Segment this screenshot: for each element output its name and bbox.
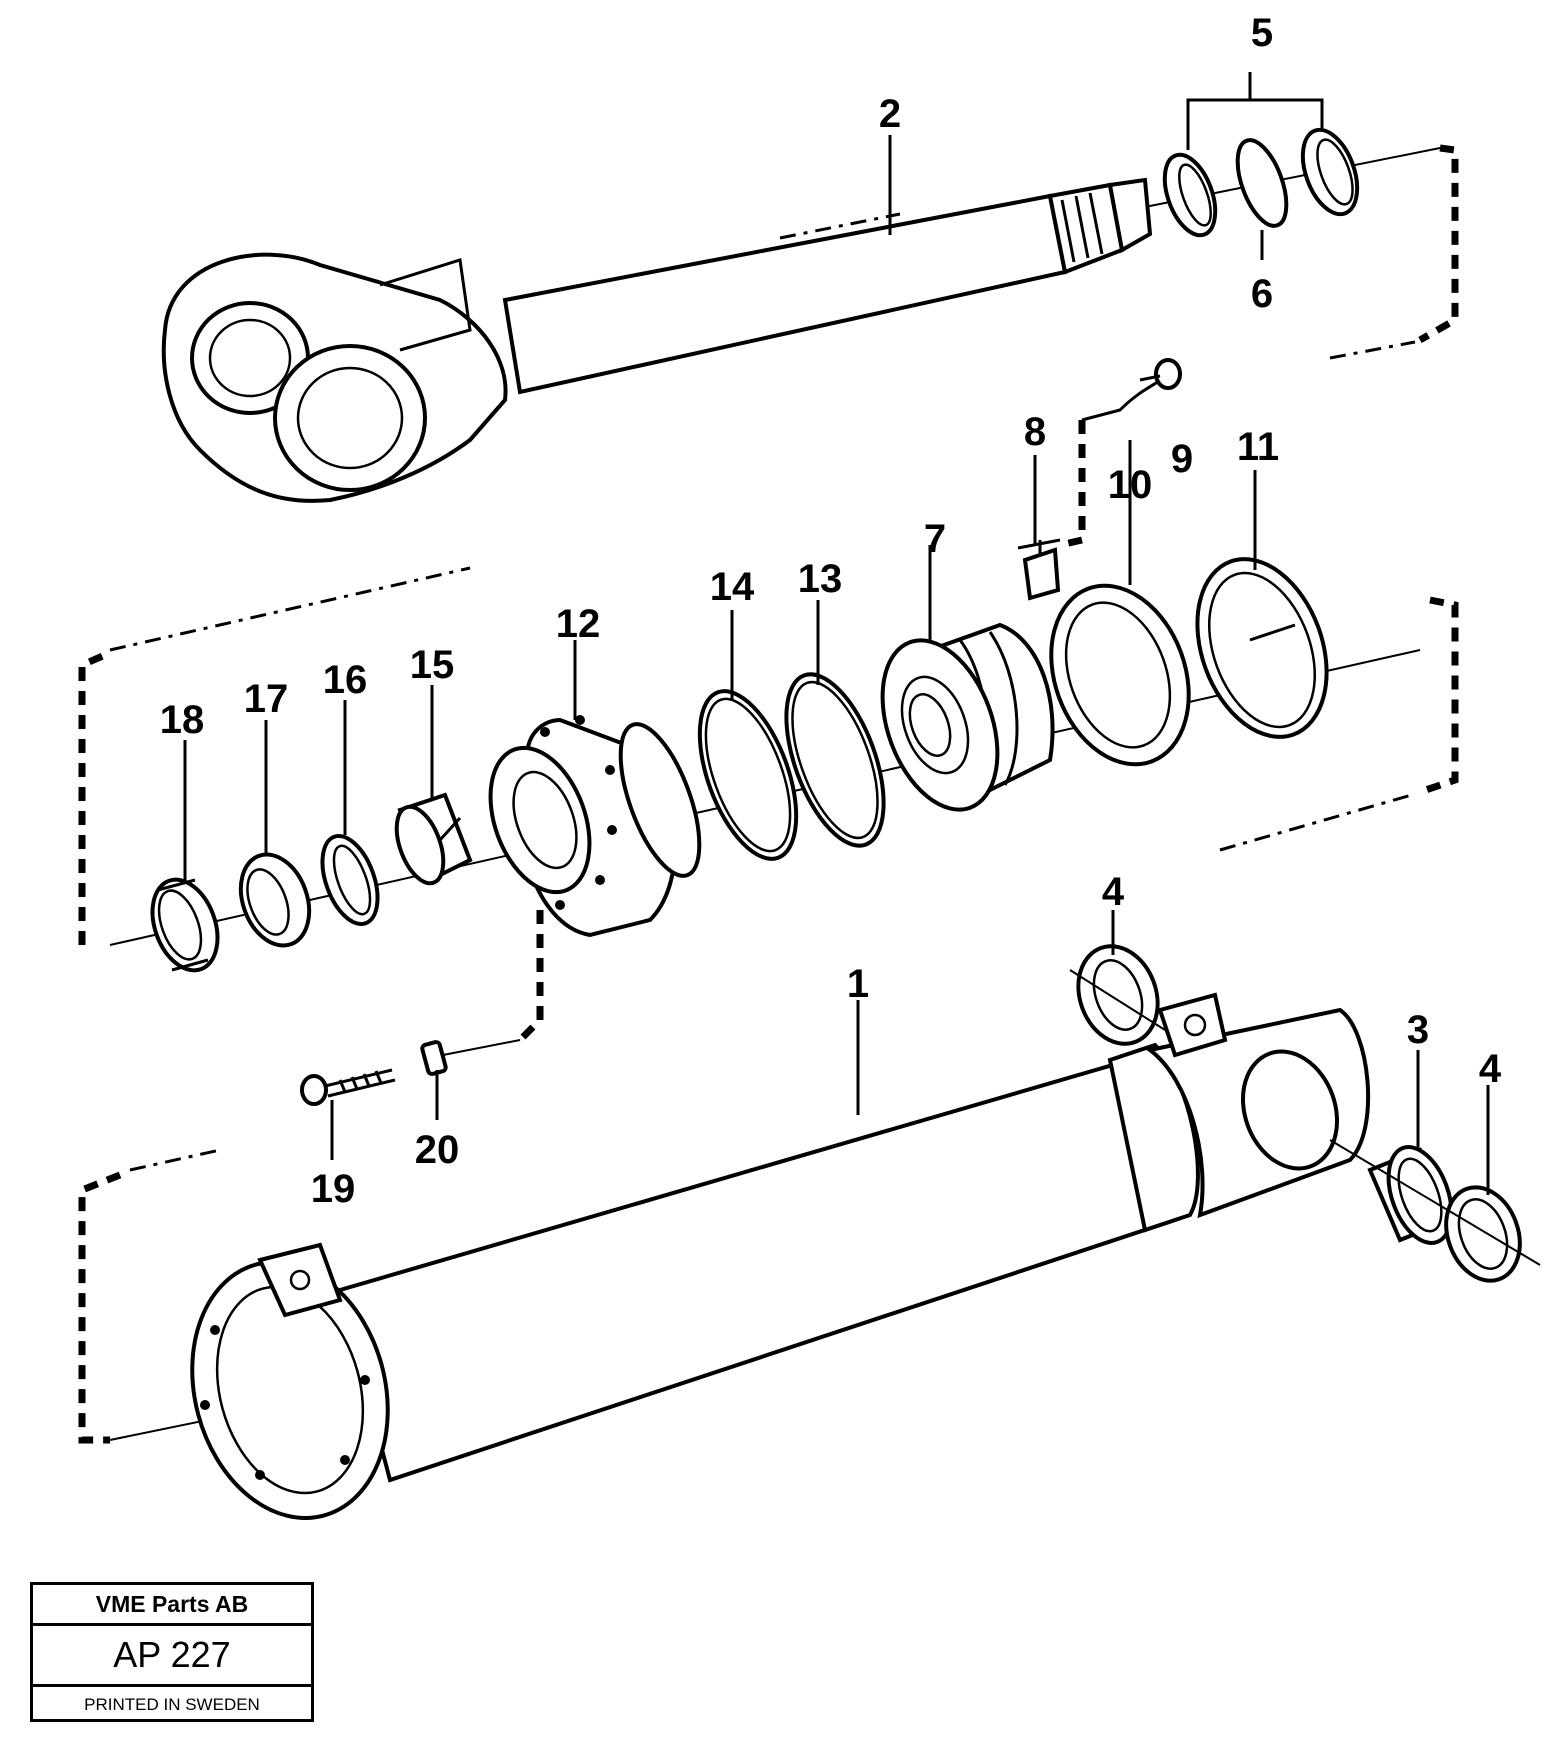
part-7-piston bbox=[880, 622, 1055, 812]
title-block: VME Parts AB AP 227 PRINTED IN SWEDEN bbox=[30, 1582, 314, 1722]
callout-7: 7 bbox=[924, 517, 946, 561]
callout-5: 5 bbox=[1251, 11, 1273, 55]
part-18-wiper bbox=[150, 877, 220, 973]
callout-3: 3 bbox=[1407, 1008, 1429, 1052]
part-10-seal bbox=[1049, 583, 1191, 767]
callout-13: 13 bbox=[798, 557, 843, 601]
part-20-washer bbox=[420, 1039, 521, 1076]
callout-12: 12 bbox=[556, 602, 601, 646]
part-4-seal-upper bbox=[1076, 944, 1160, 1046]
print-footer: PRINTED IN SWEDEN bbox=[84, 1695, 260, 1714]
part-12-cylinder-head bbox=[488, 715, 702, 938]
callout-labels: 2 5 6 8 9 10 11 7 13 14 12 15 16 17 18 4… bbox=[160, 11, 1502, 1211]
callout-8: 8 bbox=[1024, 410, 1046, 454]
drawing-number: AP 227 bbox=[33, 1626, 311, 1687]
callout-18: 18 bbox=[160, 698, 205, 742]
part-11-guide-ring bbox=[1195, 557, 1329, 739]
part-8-lock bbox=[1017, 538, 1061, 601]
callout-9: 9 bbox=[1171, 437, 1193, 481]
part-1-cylinder-tube bbox=[337, 1057, 1178, 1483]
callout-6: 6 bbox=[1251, 272, 1273, 316]
callout-4-upper: 4 bbox=[1102, 870, 1125, 914]
callout-16: 16 bbox=[323, 658, 368, 702]
callout-11: 11 bbox=[1237, 425, 1279, 469]
piston-rod-group bbox=[161, 127, 1459, 503]
part-9-screw bbox=[1081, 358, 1182, 422]
callout-2: 2 bbox=[879, 92, 901, 136]
callout-17: 17 bbox=[244, 677, 289, 721]
callout-20: 20 bbox=[415, 1128, 460, 1172]
callout-15: 15 bbox=[410, 643, 455, 687]
callout-10: 10 bbox=[1108, 463, 1153, 507]
company-name: VME Parts AB bbox=[33, 1585, 311, 1626]
backup-ring-6 bbox=[1235, 138, 1289, 228]
callout-1: 1 bbox=[847, 962, 869, 1006]
rod-seal-set-5 bbox=[1162, 127, 1360, 238]
callout-4-lower: 4 bbox=[1479, 1047, 1502, 1091]
part-16-ring bbox=[320, 834, 380, 926]
callout-19: 19 bbox=[311, 1167, 356, 1211]
part-4-seal-lower bbox=[1444, 1185, 1522, 1283]
part-3-bearing bbox=[1367, 1145, 1454, 1245]
callout-14: 14 bbox=[710, 565, 755, 609]
part-19-bolt bbox=[300, 1068, 396, 1106]
guide-piston-group bbox=[78, 358, 1459, 1106]
piston-rod bbox=[502, 193, 1068, 395]
part-17-seal bbox=[238, 852, 312, 948]
cylinder-tube-group bbox=[78, 944, 1541, 1520]
part-15-bushing bbox=[394, 792, 473, 886]
leader-lines bbox=[183, 72, 1490, 1195]
